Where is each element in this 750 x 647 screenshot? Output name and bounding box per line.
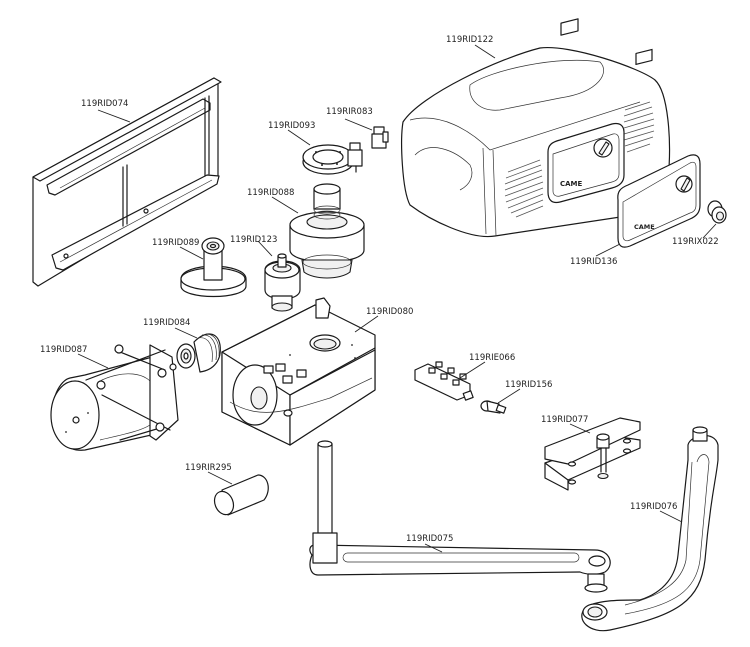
label-119RID084: 119RID084 [143,318,190,328]
part-motor [50,344,179,451]
label-119RID136: 119RID136 [570,257,617,267]
label-119RID074: 119RID074 [81,99,128,109]
part-operator-cover: CAME [401,18,671,238]
part-cable-gland [480,400,507,414]
part-terminal-block [414,361,474,401]
part-lock-cylinder [707,200,727,224]
label-119RID075: 119RID075 [406,534,453,544]
label-119RID156: 119RID156 [505,380,552,390]
part-worm-wheel [180,237,247,298]
part-limit-switch-connector [371,126,389,149]
label-119RID080: 119RID080 [366,307,413,317]
part-pinion [264,253,301,312]
part-curved-arm [581,426,719,632]
label-119RID123: 119RID123 [230,235,277,245]
part-gate-bracket [544,417,641,491]
label-119RID077: 119RID077 [541,415,588,425]
label-119RID088: 119RID088 [247,188,294,198]
label-119RID093: 119RID093 [268,121,315,131]
part-labels: 119RID074 119RIR083 119RID093 119RID122 … [40,35,719,544]
plate-brand-logo: CAME [634,223,655,231]
label-119RIR295: 119RIR295 [185,463,232,473]
part-straight-arm [309,440,611,593]
leader-lines [77,44,717,553]
part-microswitch-ring [302,142,363,175]
label-119RIR083: 119RIR083 [326,107,373,117]
label-119RID076: 119RID076 [630,502,677,512]
part-release-cover-plate: CAME [617,48,701,248]
part-output-gear [289,183,365,279]
label-119RIE066: 119RIE066 [469,353,515,363]
part-gearbox-housing [221,297,376,449]
part-capacitor [213,474,269,516]
label-119RID087: 119RID087 [40,345,87,355]
label-119RID122: 119RID122 [446,35,493,45]
label-119RIX022: 119RIX022 [672,237,719,247]
label-119RID089: 119RID089 [152,238,199,248]
part-worm-screw [176,333,221,373]
part-mounting-bracket [32,77,222,287]
cover-brand-logo: CAME [560,180,583,188]
